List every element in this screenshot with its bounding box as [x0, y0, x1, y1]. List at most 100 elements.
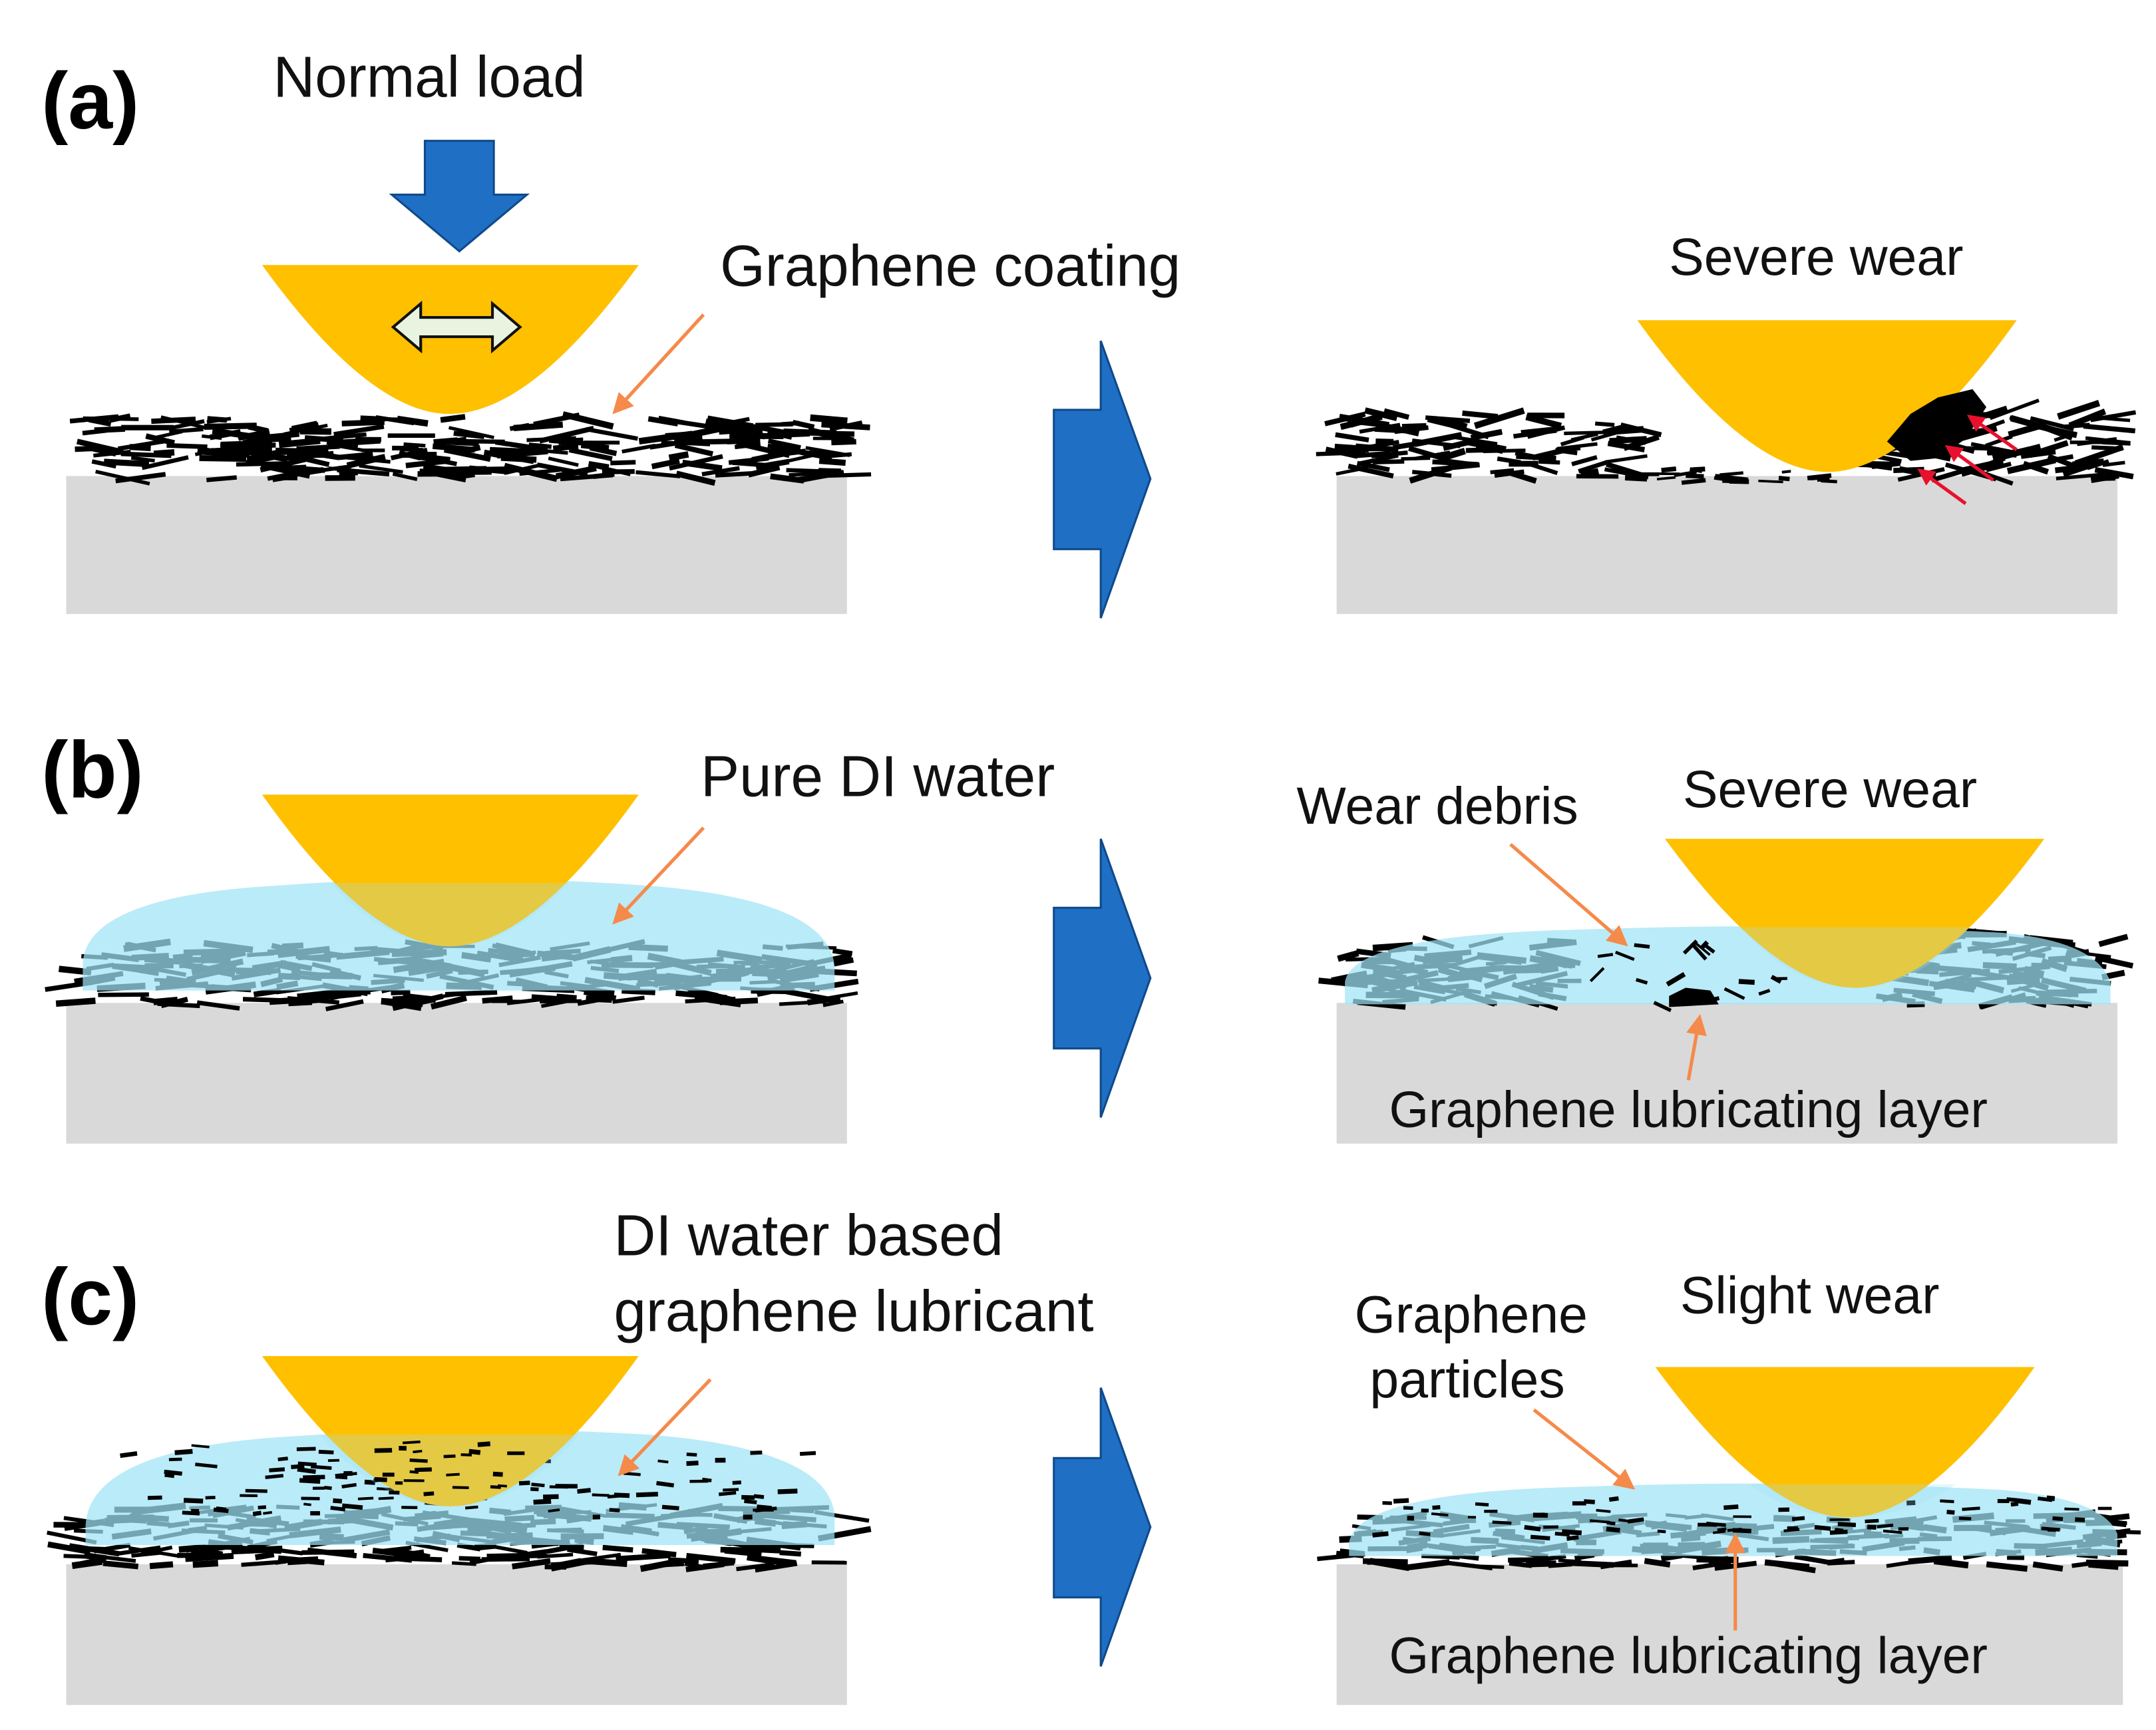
graphene-flake: [465, 1505, 478, 1510]
graphene-flake: [120, 1451, 138, 1459]
graphene-flake: [1908, 1554, 1952, 1565]
graphene-flake: [641, 1548, 677, 1558]
graphene-flake: [1589, 967, 1605, 983]
graphene-flake: [661, 1504, 679, 1510]
graphene-flake: [417, 453, 450, 464]
graphene-flake: [346, 454, 386, 469]
graphene-flake: [537, 1552, 574, 1559]
graphene-flake: [675, 990, 727, 1001]
graphene-flake: [2098, 934, 2129, 948]
graphene-flake: [686, 1552, 736, 1564]
graphene-flake: [1635, 977, 1648, 985]
graphene-flake: [1690, 467, 1703, 473]
graphene-coating-annotation: Graphene coating: [720, 234, 1180, 298]
graphene-flake: [1986, 449, 2032, 456]
graphene-flake: [327, 442, 373, 454]
graphene-flake: [1821, 478, 1837, 484]
graphene-flake: [1451, 434, 1498, 446]
graphene-flake: [164, 1469, 182, 1476]
graphene-flake: [1606, 1526, 1620, 1533]
graphene-flake: [1443, 438, 1475, 451]
graphene-flake: [558, 437, 584, 445]
graphene-flake: [204, 423, 257, 430]
graphene-flake: [530, 1487, 539, 1492]
graphene-flake: [786, 468, 820, 474]
graphene-flake: [2083, 423, 2136, 434]
panel-a-before: Normal load Graphene coating: [66, 45, 1180, 614]
graphene-flake: [90, 444, 117, 457]
panel-label-a: (a): [41, 57, 139, 146]
graphene-flake: [1984, 419, 2006, 431]
graphene-flake: [536, 462, 588, 477]
graphene-flake: [192, 1560, 219, 1568]
graphene-flake: [1562, 1529, 1582, 1536]
graphene-flake: [533, 1498, 552, 1505]
graphene-flake: [1530, 1534, 1550, 1541]
graphene-flake: [1602, 424, 1625, 436]
graphene-flake: [245, 1488, 268, 1493]
graphene-flake: [339, 470, 358, 477]
graphene-flake: [589, 445, 618, 456]
graphene-flake: [1940, 1499, 1954, 1504]
graphene-flake: [374, 1476, 387, 1482]
graphene-flake: [1738, 979, 1755, 985]
graphene-flake: [736, 428, 763, 436]
graphene-flake: [333, 1498, 343, 1504]
worn-graphene-coating-left: [1316, 407, 1662, 484]
graphene-flake: [1356, 460, 1390, 472]
graphene-flake: [157, 1001, 200, 1009]
graphene-flake: [254, 1551, 275, 1561]
particles-near-tip: [374, 1440, 545, 1496]
graphene-flake: [1444, 421, 1489, 440]
graphene-flake: [258, 1505, 267, 1510]
graphene-flake: [1722, 479, 1745, 484]
graphene-flake: [2102, 460, 2125, 467]
graphene-flake: [402, 1440, 421, 1445]
graphene-flake: [104, 458, 150, 468]
graphene-flake: [833, 957, 854, 967]
graphene-flake: [1712, 1530, 1726, 1534]
graphene-flake: [131, 1550, 160, 1558]
graphene-flake: [1827, 1560, 1855, 1566]
graphene-flake: [2094, 466, 2134, 480]
graphene-flake: [326, 438, 359, 450]
graphene-flake: [1962, 1506, 1980, 1511]
graphene-flake: [2057, 399, 2101, 420]
graphene-flake: [393, 1555, 443, 1562]
graphene-flake: [1985, 434, 2013, 448]
graphene-flake: [686, 1461, 699, 1467]
graphene-flake: [164, 1473, 175, 1478]
graphene-flake: [540, 999, 582, 1004]
graphene-lubricant-annotation: graphene lubricant: [614, 1280, 1093, 1344]
graphene-flake: [657, 1459, 669, 1464]
graphene-flake: [1657, 1529, 1666, 1534]
graphene-flake: [299, 1478, 321, 1484]
slight-wear-label: Slight wear: [1680, 1266, 1940, 1325]
pure-di-water-annotation: Pure DI water: [701, 744, 1055, 808]
graphene-flake: [647, 416, 679, 427]
lubricant-film: [1349, 1483, 2117, 1556]
indenter-tip: [1665, 838, 2045, 988]
wear-debris-pointer-arrow: [1509, 842, 1628, 947]
graphene-flake: [2068, 408, 2107, 429]
graphene-flake: [409, 1458, 428, 1463]
graphene-flake: [1447, 419, 1468, 430]
panel-c-after: Graphene particles Slight wear Graphene …: [1317, 1266, 2141, 1705]
graphene-flake: [1781, 470, 1791, 474]
graphene-flake: [391, 989, 411, 995]
graphene-flake: [178, 1544, 206, 1553]
graphene-flake: [1421, 1554, 1460, 1560]
graphene-flake: [252, 1510, 262, 1516]
graphene-flake: [639, 1558, 680, 1572]
sliding-double-headed-arrow-icon: [391, 300, 522, 354]
graphene-flake: [709, 420, 731, 430]
panel-b-before: Pure DI water: [45, 744, 1055, 1144]
graphene-flake: [328, 466, 367, 474]
graphene-flake: [166, 442, 208, 450]
graphene-flake: [781, 421, 800, 427]
graphene-flake: [616, 1552, 671, 1562]
graphene-flake: [701, 466, 740, 476]
graphene-flake: [448, 426, 494, 440]
graphene-flake: [2032, 1561, 2064, 1572]
